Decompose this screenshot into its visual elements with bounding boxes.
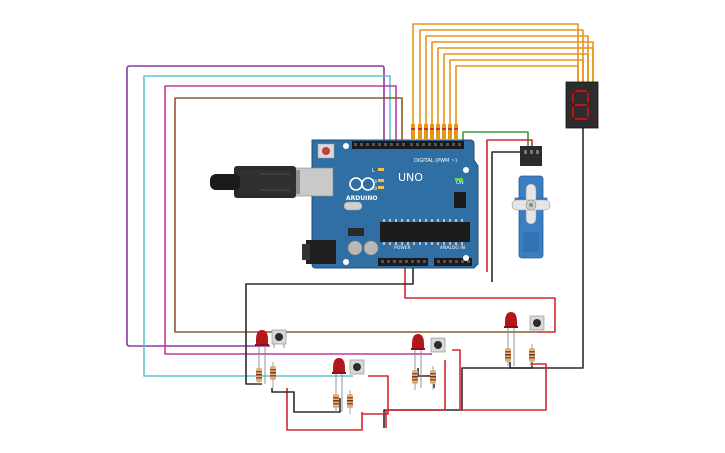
servo-motor[interactable]	[511, 146, 551, 259]
black-wire	[491, 146, 523, 282]
orange-wire	[449, 59, 584, 140]
red-wire	[286, 388, 363, 431]
push-button[interactable]	[349, 359, 365, 375]
magenta-wire	[164, 85, 432, 355]
orange-wire	[412, 23, 579, 140]
usb-connector	[210, 166, 334, 198]
resistor[interactable]	[347, 390, 353, 414]
orange-wire	[455, 65, 579, 140]
arduino-logo-icon	[349, 177, 375, 191]
resistor[interactable]	[333, 390, 339, 412]
digital-label: DIGITAL (PWM ~)	[414, 158, 457, 164]
wires	[126, 23, 594, 431]
resistor[interactable]	[270, 362, 276, 388]
black-wire	[383, 128, 584, 428]
rx-led	[378, 186, 384, 189]
l-label: L	[372, 168, 375, 174]
black-wire	[245, 266, 414, 385]
mounting-hole	[463, 167, 469, 173]
analog-label: ANALOG IN	[440, 245, 465, 251]
input-group-3	[411, 334, 446, 390]
input-group-2	[332, 358, 365, 414]
led[interactable]	[504, 312, 518, 366]
reset-button[interactable]	[317, 143, 335, 159]
resistor[interactable]	[430, 366, 436, 390]
resistor[interactable]	[412, 366, 418, 390]
red-wire	[404, 266, 556, 333]
arduino-uno-board[interactable]: DIGITAL (PWM ~) ON L TX RX ARDUINO UNO	[210, 124, 479, 269]
icsp-header	[454, 192, 466, 208]
seven-segment-display[interactable]	[565, 81, 599, 129]
black-wire	[509, 358, 533, 369]
red-wire	[486, 139, 533, 272]
push-button[interactable]	[271, 329, 287, 348]
power-jack	[302, 240, 336, 264]
model-label: UNO	[398, 171, 423, 184]
on-label: ON	[456, 180, 464, 186]
capacitor	[363, 240, 379, 256]
resistor[interactable]	[505, 344, 511, 366]
mounting-hole	[343, 259, 349, 265]
capacitor	[347, 240, 363, 256]
rx-label: RX	[372, 186, 378, 191]
push-button[interactable]	[529, 315, 545, 331]
servo-horn[interactable]	[511, 183, 551, 225]
orange-wire-bundle	[412, 23, 594, 140]
black-wire	[271, 388, 341, 413]
green-wire	[462, 131, 529, 146]
purple-wire	[126, 65, 385, 347]
mounting-hole	[343, 143, 349, 149]
crystal	[343, 201, 363, 211]
tx-led	[378, 179, 384, 182]
microcontroller-chip	[380, 219, 470, 245]
red-wire	[362, 375, 389, 415]
resistor[interactable]	[256, 364, 262, 384]
brand-label: ARDUINO	[346, 195, 377, 202]
power-header[interactable]	[378, 258, 428, 266]
digital-header[interactable]	[352, 141, 464, 149]
power-label: POWER	[394, 245, 411, 251]
input-group-1	[255, 329, 287, 388]
analog-header[interactable]	[434, 258, 472, 266]
push-button[interactable]	[430, 337, 446, 353]
voltage-regulator	[348, 228, 364, 236]
pin-resistor-array	[411, 124, 458, 140]
orange-wire	[419, 29, 584, 140]
servo-connector	[520, 146, 542, 166]
brown-wire	[174, 97, 537, 333]
l-led	[378, 168, 384, 171]
segment-dp	[591, 119, 595, 123]
red-wire	[452, 349, 547, 411]
on-led	[455, 178, 463, 181]
input-group-4	[504, 312, 545, 366]
mounting-hole	[463, 255, 469, 261]
red-wire	[385, 360, 446, 428]
resistor[interactable]	[529, 344, 535, 366]
